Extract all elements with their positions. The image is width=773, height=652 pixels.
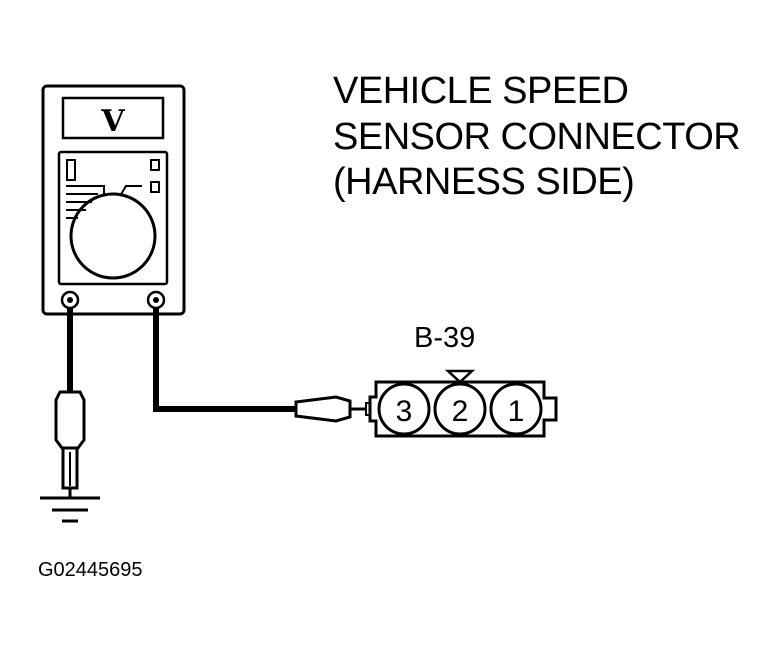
meter-range-marks <box>66 159 160 219</box>
pin-number-1: 1 <box>508 395 525 428</box>
ground-lead <box>40 308 100 523</box>
pin-number-3: 3 <box>396 395 413 428</box>
figure-id: G02445695 <box>38 559 143 581</box>
voltmeter: V <box>41 84 186 316</box>
title-line-2: SENSOR CONNECTOR <box>333 116 741 158</box>
meter-dial <box>69 192 157 280</box>
pin-cavity-3 <box>377 382 431 436</box>
meter-mode-text: V <box>100 104 125 139</box>
pin-number-2: 2 <box>452 395 469 428</box>
positive-probe <box>294 395 352 423</box>
title-line-3: (HARNESS SIDE) <box>333 161 635 203</box>
connector-b39: 3 2 1 <box>368 369 558 438</box>
pin-cavity-2 <box>433 382 487 436</box>
pin-cavity-1 <box>489 382 543 436</box>
ground-symbol-icon <box>40 488 100 523</box>
title-line-1: VEHICLE SPEED <box>333 70 629 112</box>
meter-display <box>61 96 165 140</box>
connector-label: B-39 <box>414 322 476 354</box>
connector-lock-tab-icon <box>444 369 476 384</box>
ground-clip <box>54 390 86 450</box>
positive-lead <box>153 308 388 423</box>
